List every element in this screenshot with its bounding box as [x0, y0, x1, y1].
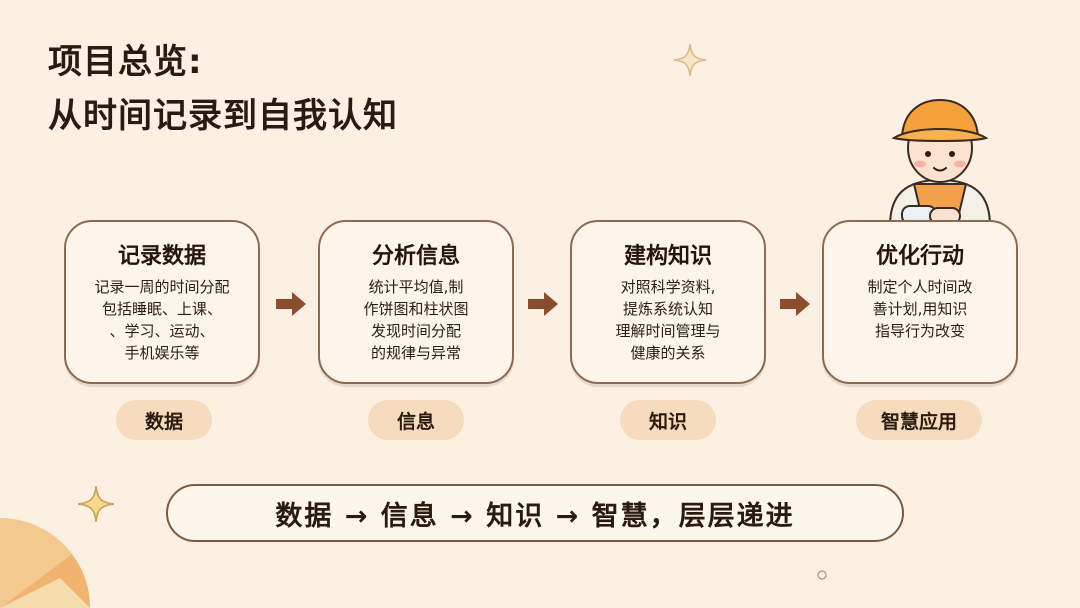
step-title: 分析信息: [371, 244, 460, 269]
page-title-line2: 从时间记录到自我认知: [48, 96, 398, 136]
arrow-right-icon: [276, 292, 306, 316]
arrow-right-icon: [780, 292, 810, 316]
step-description: 统计平均值,制 作饼图和柱状图 发现时间分配 的规律与异常: [363, 278, 469, 362]
step-card-build: 建构知识 对照科学资料, 提炼系统认知 理解时间管理与 健康的关系: [570, 220, 766, 384]
circle-decoration: [817, 570, 827, 580]
step-card-analyze: 分析信息 统计平均值,制 作饼图和柱状图 发现时间分配 的规律与异常: [318, 220, 514, 384]
sparkle-icon: [673, 43, 707, 77]
step-tag: 数据: [116, 400, 212, 440]
summary-banner: 数据 → 信息 → 知识 → 智慧，层层递进: [166, 484, 904, 542]
step-title: 建构知识: [623, 244, 712, 269]
step-tag: 知识: [620, 400, 716, 440]
sparkle-icon: [78, 486, 114, 522]
step-tag: 智慧应用: [856, 400, 982, 440]
step-description: 记录一周的时间分配 包括睡眠、上课、 、学习、运动、 手机娱乐等: [94, 278, 230, 362]
step-description: 制定个人时间改 善计划,用知识 指导行为改变: [867, 278, 973, 340]
page-title-line1: 项目总览:: [48, 42, 203, 82]
step-tag: 信息: [368, 400, 464, 440]
step-card-act: 优化行动 制定个人时间改 善计划,用知识 指导行为改变: [822, 220, 1018, 384]
step-title: 优化行动: [875, 244, 964, 269]
step-card-record: 记录数据 记录一周的时间分配 包括睡眠、上课、 、学习、运动、 手机娱乐等: [64, 220, 260, 384]
step-description: 对照科学资料, 提炼系统认知 理解时间管理与 健康的关系: [615, 278, 721, 362]
character-illustration: [888, 98, 992, 226]
pie-decoration: [0, 518, 90, 608]
step-title: 记录数据: [117, 244, 206, 269]
arrow-right-icon: [528, 292, 558, 316]
